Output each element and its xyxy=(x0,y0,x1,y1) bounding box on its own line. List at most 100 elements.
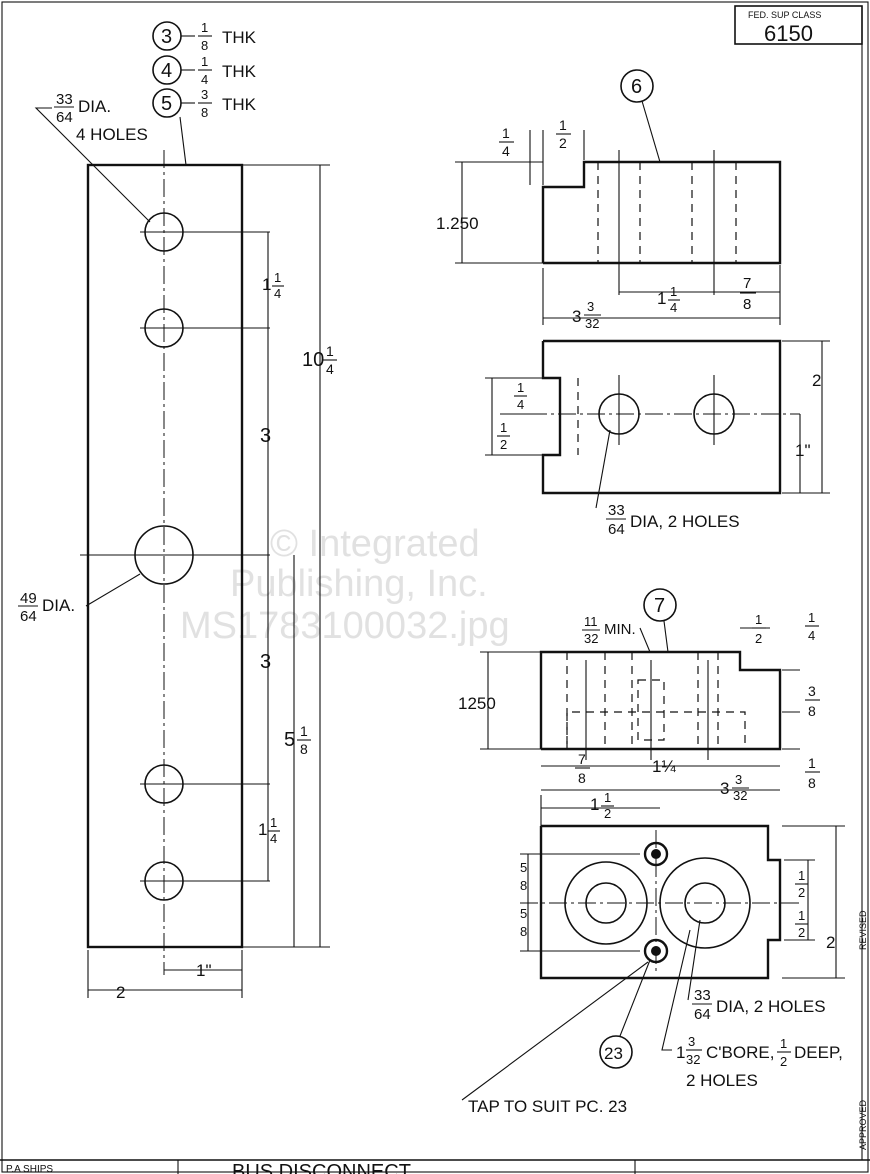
part-7-left-b-den: 8 xyxy=(520,924,527,939)
part-5-thk-den: 8 xyxy=(201,105,208,120)
bar-hole-count: 4 HOLES xyxy=(76,125,148,144)
part-4-thk-num: 1 xyxy=(201,54,208,69)
bar-dim-5-1-8: 5 1 8 xyxy=(284,723,311,757)
part-6-side-half-num: 1 xyxy=(500,420,507,435)
bar-big-hole-note: 49 64 DIA. xyxy=(18,573,141,625)
part-7-right-b-den: 2 xyxy=(798,925,805,940)
part-6-hole-suffix: DIA, 2 HOLES xyxy=(630,512,740,531)
bottom-title: BUS DISCONNECT xyxy=(232,1161,411,1174)
part-4-thk-label: THK xyxy=(222,62,257,81)
part-7-length-whole: 3 xyxy=(720,779,729,798)
part-7-cbore-den: 32 xyxy=(686,1052,700,1067)
part-7-min-den: 32 xyxy=(584,631,598,646)
bar-big-hole-num: 49 xyxy=(20,590,37,607)
part-6-side-1: 1" xyxy=(795,441,811,460)
part-7-right-a-num: 1 xyxy=(798,868,805,883)
part-7-cbore-deep-den: 2 xyxy=(780,1054,787,1069)
part-6-width: 2 xyxy=(812,371,821,390)
part-list: 3 1 8 THK 4 1 4 THK 5 3 8 THK xyxy=(152,20,257,166)
part-6-hole-den: 64 xyxy=(608,521,625,538)
bar-length-den: 4 xyxy=(326,361,334,377)
bar-hole-note-num: 33 xyxy=(56,91,73,108)
bar-dim-3-bottom: 3 xyxy=(260,651,271,673)
approved-note: APPROVED xyxy=(858,1099,868,1150)
part-6-end-den: 8 xyxy=(743,296,751,313)
bar-hole-note: 33 64 DIA. 4 HOLES xyxy=(34,91,151,223)
bar-hole-2 xyxy=(140,308,270,348)
part-3-thk-num: 1 xyxy=(201,20,208,35)
part-6-height: 1.250 xyxy=(436,214,479,233)
part-5-number: 5 xyxy=(161,93,172,115)
part-6-front-outline xyxy=(541,160,782,265)
part-7-front-outline xyxy=(539,650,782,751)
part-7-half-num: 1 xyxy=(755,612,762,627)
bar-hole-1 xyxy=(140,212,270,252)
bar-length-whole: 10 xyxy=(302,349,324,371)
bar-dim-1-num: 1 xyxy=(274,270,281,285)
part-7-d114: 1¼ xyxy=(652,757,676,776)
bar-hole-note-suffix: DIA. xyxy=(78,97,111,116)
part-7-cbore-whole: 1 xyxy=(676,1043,685,1062)
part-6-number: 6 xyxy=(631,76,642,98)
bar-hole-4 xyxy=(140,861,270,901)
part-7-d112-num: 1 xyxy=(604,790,611,805)
part-7-cbore-deep-num: 1 xyxy=(780,1036,787,1051)
part-6-spacing-whole: 1 xyxy=(657,289,666,308)
watermark: © Integrated Publishing, Inc. MS17831000… xyxy=(180,523,510,647)
part-7-cbore-holes: 2 HOLES xyxy=(686,1071,758,1090)
part-7-min-num: 11 xyxy=(584,614,598,629)
part-6-spacing-num: 1 xyxy=(670,284,677,299)
part-7-d78-num: 7 xyxy=(578,751,586,767)
part-7-quarter-num: 1 xyxy=(808,610,815,625)
part-7-length-num: 3 xyxy=(735,772,742,787)
part-7-width: 2 xyxy=(826,933,835,952)
part-4-number: 4 xyxy=(161,60,172,82)
bar-hole-large xyxy=(80,525,270,585)
part-6-top-quarter-num: 1 xyxy=(502,125,510,141)
watermark-line-2: Publishing, Inc. xyxy=(230,563,488,605)
bar-dim-5-num: 1 xyxy=(300,723,308,739)
watermark-line-1: © Integrated xyxy=(270,523,480,565)
bar-dim-1-whole: 1 xyxy=(262,275,271,294)
bar-dim-10-1-4: 10 1 4 xyxy=(302,343,337,377)
bar-offset-label: 1" xyxy=(196,961,212,980)
bar-dim-5-whole: 5 xyxy=(284,729,295,751)
part-23-balloon xyxy=(599,1035,633,1069)
part-6-side-quarter-num: 1 xyxy=(517,380,524,395)
part-6-end-num: 7 xyxy=(743,275,751,292)
bar-hole-note-den: 64 xyxy=(56,109,73,126)
part-7-cbore-text: C'BORE, xyxy=(706,1043,774,1062)
revised-note: REVISED xyxy=(858,910,868,950)
part-7-left-b-num: 5 xyxy=(520,906,527,921)
part-7-length-den: 32 xyxy=(733,788,747,803)
part-7-quarter-den: 4 xyxy=(808,628,815,643)
part-7-plan-outline xyxy=(539,824,782,980)
part-7-left-a-den: 8 xyxy=(520,878,527,893)
fed-sup-class-box: FED. SUP CLASS 6150 xyxy=(734,5,863,46)
part-3-thk-den: 8 xyxy=(201,38,208,53)
part-6-length-num: 3 xyxy=(587,299,594,314)
part-6-length-whole: 3 xyxy=(572,307,581,326)
bar-outline xyxy=(86,163,244,949)
part-7-eighth-den: 8 xyxy=(808,775,816,791)
bar-dim-2-num: 1 xyxy=(270,815,277,830)
bottom-left-label: P.A SHIPS xyxy=(6,1164,53,1174)
part-7-left-a-num: 5 xyxy=(520,860,527,875)
part-list-leader xyxy=(179,116,187,166)
part-6-top-half-den: 2 xyxy=(559,135,567,151)
bar-dim-1-den: 4 xyxy=(274,286,281,301)
part-7-d112-whole: 1 xyxy=(590,795,599,814)
bar-dim-2-whole: 1 xyxy=(258,820,267,839)
part-7-hole-den: 64 xyxy=(694,1006,711,1023)
part-7-d78-den: 8 xyxy=(578,770,586,786)
bar-view: 33 64 DIA. 4 HOLES 49 64 DIA. 1 1 4 3 3 … xyxy=(18,91,337,1002)
bar-length-num: 1 xyxy=(326,343,334,359)
part-4-thk-den: 4 xyxy=(201,72,208,87)
part-6: 6 1 4 1 2 1.250 1 1 4 7 8 xyxy=(436,69,830,538)
part-7: 7 11 32 MIN. 1 2 1 4 1250 xyxy=(458,588,845,1116)
part-5-entry: 5 3 8 THK xyxy=(152,87,257,120)
bar-big-hole-suffix: DIA. xyxy=(42,596,75,615)
bar-dim-1-1-4-top: 1 1 4 xyxy=(262,270,284,301)
part-6-plan-outline xyxy=(541,339,782,495)
